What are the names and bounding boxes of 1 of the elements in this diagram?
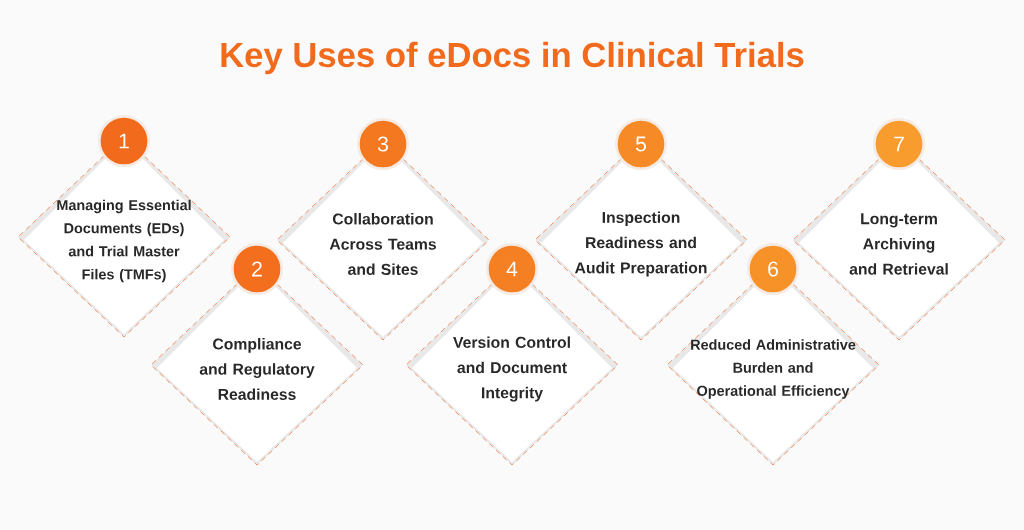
title: Key Uses of eDocs in Clinical Trials bbox=[221, 41, 804, 75]
